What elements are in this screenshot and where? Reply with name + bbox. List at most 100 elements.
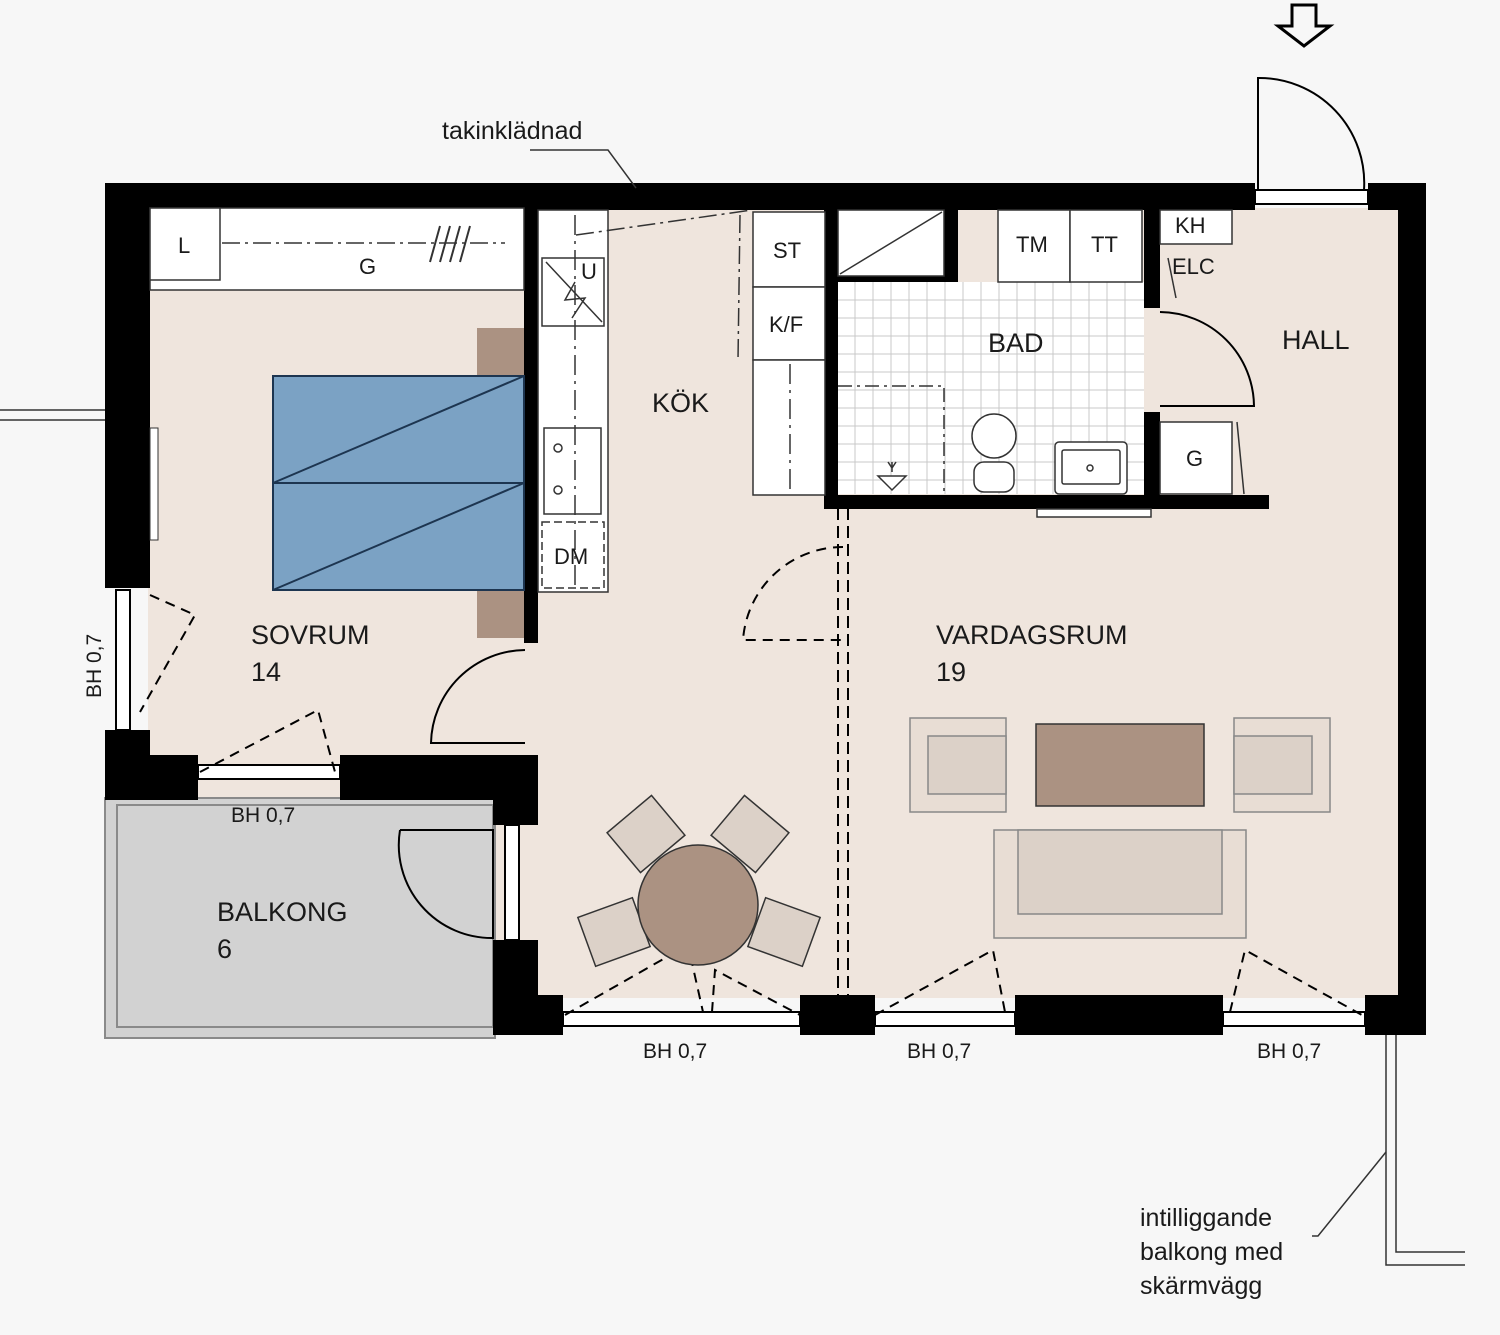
- sink-drain-1: [553, 443, 563, 453]
- living-window-swing-right: [1229, 948, 1363, 1016]
- wall-bath-bottom: [824, 495, 1269, 509]
- toilet-bowl: [973, 461, 1015, 493]
- wall-bath-shaft: [944, 208, 958, 282]
- kitchen-opening: [741, 545, 844, 641]
- window-label-kitchen-bottom: BH 0,7: [643, 1040, 707, 1063]
- adjacent-balcony-leader: [1312, 1151, 1387, 1237]
- wall-bottom-2: [800, 995, 875, 1035]
- living-furniture: [909, 717, 1331, 939]
- room-name-bad: BAD: [988, 328, 1044, 358]
- coffee-table: [1035, 723, 1205, 807]
- chair: [606, 794, 686, 874]
- bath-vanity-edge: [1036, 508, 1152, 518]
- entrance-door: [1257, 76, 1366, 191]
- radiator-bedroom: [149, 427, 159, 541]
- balcony-door: [397, 829, 494, 940]
- left-balcony-rail: [0, 409, 105, 421]
- fixture-label-wardrobe-hall: G: [1186, 446, 1203, 471]
- wall-bottom-4: [1365, 995, 1426, 1035]
- room-area-vardagsrum: 19: [936, 657, 966, 687]
- coat-closet: [1159, 209, 1233, 245]
- bedroom-bottom-window-swing: [199, 708, 336, 773]
- room-name-vardagsrum: VARDAGSRUM: [936, 620, 1128, 650]
- fixture-label-dryer: TT: [1091, 232, 1118, 257]
- sink-drain-2: [553, 485, 563, 495]
- wall-bedroom-kitchen: [524, 208, 538, 643]
- hall-fixtures: [1159, 209, 1245, 495]
- annotation-adjacent-balcony-line3: skärmvägg: [1140, 1272, 1262, 1300]
- balcony-floor: [104, 797, 496, 1039]
- sofa-seat: [1017, 829, 1223, 915]
- window-living-right: [1222, 1011, 1366, 1027]
- labels: SOVRUM 14 KÖK BAD HALL VARDAGSRUM 19 BAL…: [83, 117, 1350, 1300]
- fixture-label-wardrobe-bedroom: G: [359, 254, 376, 279]
- shaft-diagonal: [839, 211, 943, 275]
- dishwasher: [541, 521, 605, 589]
- bedroom-door: [429, 649, 526, 744]
- window-label-living-left: BH 0,7: [907, 1040, 971, 1063]
- exterior: [0, 3, 1465, 1266]
- toilet-tank: [971, 413, 1017, 459]
- bathroom-door: [1159, 311, 1256, 407]
- drain-symbol: [887, 461, 897, 472]
- fixture-label-washer: TM: [1016, 232, 1048, 257]
- armchair-left-seat: [927, 735, 1007, 795]
- walls: [105, 183, 1426, 1035]
- pantry: [752, 359, 826, 496]
- bedroom-furniture: [149, 207, 525, 638]
- wall-top: [105, 183, 1255, 210]
- wall-bedroom-bottom-left: [105, 755, 198, 800]
- room-area-balkong: 6: [217, 934, 232, 964]
- bedroom-window-swing: [139, 594, 197, 713]
- hall-wardrobe: [1159, 421, 1233, 495]
- wall-balcony-right-upper: [493, 755, 538, 825]
- wall-bath-right-lower: [1144, 412, 1160, 509]
- window-living-left: [874, 1011, 1016, 1027]
- ceiling-cladding-leader: [530, 149, 637, 189]
- sink: [543, 427, 602, 515]
- room-area-sovrum: 14: [251, 657, 281, 687]
- dining-set: [576, 794, 822, 968]
- fixture-label-electric-panel: ELC: [1172, 254, 1215, 279]
- window-bedroom-side: [115, 589, 131, 731]
- washer: [997, 209, 1071, 283]
- washbasin-drain: [1086, 464, 1094, 472]
- dining-table: [637, 844, 759, 966]
- room-name-kok: KÖK: [652, 388, 709, 418]
- room-name-sovrum: SOVRUM: [251, 620, 370, 650]
- window-kitchen-bottom: [562, 1011, 801, 1027]
- ceiling-cladding-line: [575, 209, 753, 361]
- wall-bottom-1: [493, 995, 563, 1035]
- fixture-label-linen: L: [178, 233, 190, 258]
- doors: [139, 76, 1366, 1016]
- room-name-balkong: BALKONG: [217, 897, 348, 927]
- annotation-adjacent-balcony-line2: balkong med: [1140, 1238, 1283, 1266]
- annotation-adjacent-balcony-line1: intilliggande: [1140, 1204, 1272, 1232]
- annotation-ceiling-cladding: takinklädnad: [442, 117, 582, 145]
- electric-panel-line: [1167, 257, 1177, 299]
- window-label-living-right: BH 0,7: [1257, 1040, 1321, 1063]
- shower-outline: [838, 385, 945, 494]
- wall-bath-right: [1144, 208, 1160, 308]
- wall-bath-left: [824, 208, 838, 508]
- fixture-label-oven: U: [581, 259, 597, 284]
- adjacent-balcony-rail: [1385, 1035, 1465, 1266]
- window-label-bedroom-side: BH 0,7: [83, 634, 106, 698]
- hanger-icon: [429, 225, 471, 263]
- wall-left-upper: [105, 183, 150, 588]
- window-balcony-door: [504, 824, 520, 941]
- room-name-hall: HALL: [1282, 325, 1350, 355]
- living-window-swing-left: [874, 948, 1006, 1016]
- kitchen-fixtures: [537, 209, 826, 593]
- nightstand-top: [477, 328, 524, 376]
- wall-bottom-3: [1015, 995, 1223, 1035]
- hall-wardrobe-swing: [1236, 421, 1245, 495]
- fixture-label-dishwasher: DM: [554, 544, 588, 569]
- floor-drain-icon: [876, 475, 908, 492]
- nightstand-bottom: [477, 590, 524, 638]
- armchair-right-seat: [1233, 735, 1313, 795]
- fixture-label-fridge-freezer: K/F: [769, 312, 803, 337]
- windows: [115, 189, 1369, 1027]
- down-arrow-icon: [1273, 3, 1335, 48]
